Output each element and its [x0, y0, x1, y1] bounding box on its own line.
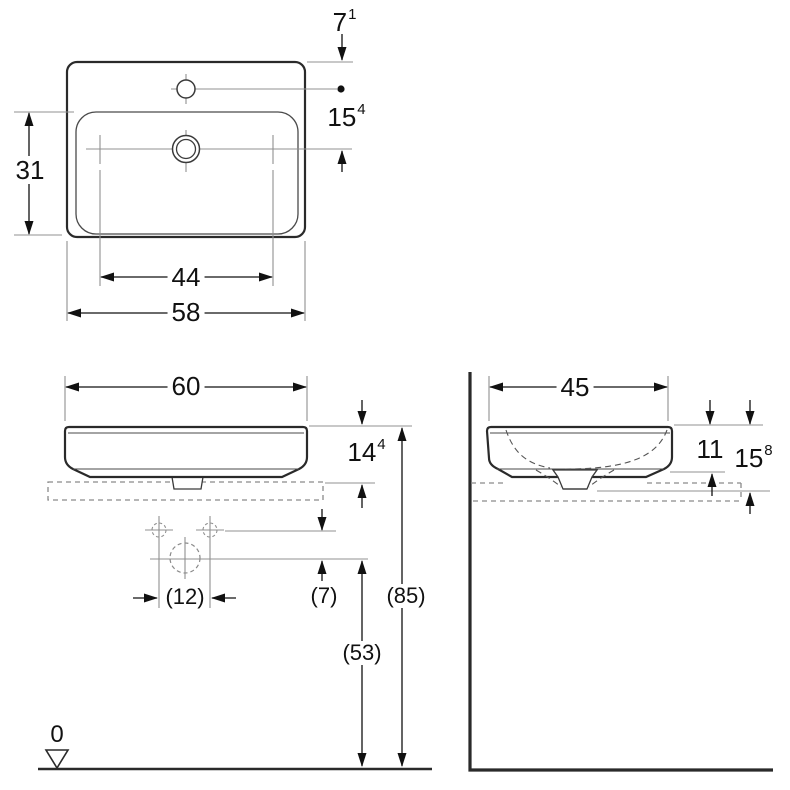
dim-tap-spacing-label: 44 [167, 262, 205, 292]
tap-hole [176, 79, 196, 99]
drain-fitting-side [551, 469, 599, 490]
dim-total-height-label: 158 [734, 442, 773, 473]
side-view [468, 372, 773, 772]
dim-side-depth-label: 45 [556, 372, 594, 402]
dim-sup: 8 [764, 442, 773, 460]
dim-value: 58 [171, 297, 201, 327]
dim-rim-height-label: (85) [382, 583, 430, 608]
dim-sup: 4 [357, 101, 366, 119]
dim-value: 7 [332, 7, 348, 37]
top-view [14, 34, 353, 321]
front-view [38, 376, 432, 771]
dim-overall-width-label: 58 [167, 297, 205, 327]
dim-front-width-label: 60 [167, 371, 205, 401]
dim-tap-to-drain-label: 154 [327, 101, 366, 132]
dim-value: 14 [347, 437, 377, 467]
dim-value: 15 [327, 102, 357, 132]
dim-sup: 1 [348, 6, 357, 24]
floor-datum-label: 0 [50, 723, 63, 747]
dim-sup: 4 [377, 436, 386, 454]
dim-value: 44 [171, 262, 201, 292]
dim-bowl-depth-label: 11 [697, 436, 724, 462]
dim-value: 31 [15, 155, 45, 185]
dimension-dot [337, 85, 345, 93]
datum-triangle [44, 749, 70, 770]
dim-value: (7) [310, 583, 338, 608]
basin-side-outline [485, 425, 674, 479]
dim-drain-height-label: (53) [338, 640, 386, 665]
basin-bowl-edge [75, 111, 299, 235]
basin-front-outline [63, 425, 309, 479]
dim-fixing-spacing-label: (12) [165, 586, 204, 608]
countertop-dashed-side [471, 482, 742, 502]
dim-basin-depth-label: 31 [11, 155, 49, 185]
fixing-points [145, 516, 224, 608]
drain-fitting-front [171, 476, 204, 490]
dim-basin-height-label: 144 [347, 436, 386, 467]
dim-value: 0 [50, 721, 64, 748]
dim-value: 60 [171, 371, 201, 401]
dim-fixing-to-drain-label: (7) [306, 583, 342, 608]
dim-value: (12) [165, 584, 205, 609]
bowl-hidden-contour [505, 429, 668, 488]
dim-value: (85) [386, 583, 426, 608]
dim-value: 45 [560, 372, 590, 402]
dim-rear-to-tap-label: 71 [332, 6, 357, 37]
dim-value: 15 [734, 443, 764, 473]
drain-hole-inner [175, 138, 197, 160]
wall-and-floor [468, 372, 773, 772]
dim-value: (53) [342, 640, 382, 665]
dim-value: 11 [696, 434, 724, 464]
